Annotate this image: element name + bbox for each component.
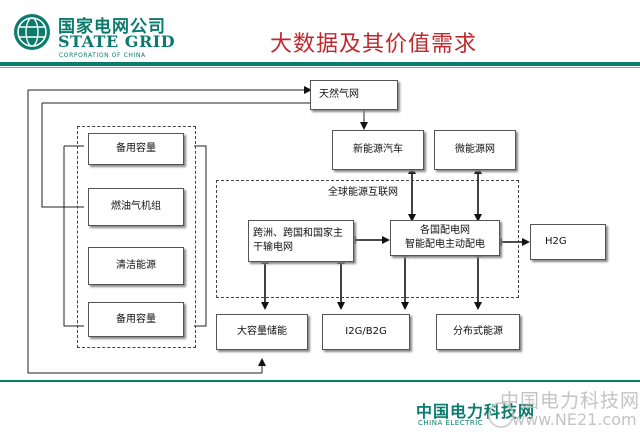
h2g-box: H2G bbox=[530, 224, 606, 260]
large-storage-box: 大容量储能 bbox=[216, 314, 308, 350]
natural-gas-grid-box: 天然气网 bbox=[310, 80, 398, 110]
reserve-capacity-box-top: 备用容量 bbox=[88, 133, 184, 165]
reserve-capacity-box-bottom: 备用容量 bbox=[88, 302, 184, 337]
distributed-energy-box: 分布式能源 bbox=[436, 314, 520, 350]
watermark-cn: 中国电力科技网 bbox=[500, 390, 640, 412]
reserve-capacity-label-bottom: 备用容量 bbox=[116, 313, 156, 325]
footer-divider bbox=[0, 380, 640, 382]
logo-cn-text: 国家电网公司 bbox=[58, 17, 166, 37]
watermark-url: www.NE21.com bbox=[512, 410, 637, 429]
state-grid-logo: 国家电网公司 STATE GRID CORPORATION OF CHINA bbox=[12, 10, 182, 59]
h2g-label: H2G bbox=[545, 236, 567, 247]
i2g-b2g-label: I2G/B2G bbox=[345, 326, 387, 337]
distribution-grid-label: 各国配电网 智能配电主动配电 bbox=[405, 225, 485, 250]
micro-energy-grid-box: 微能源网 bbox=[434, 130, 516, 170]
backbone-grid-box: 跨洲、跨国和国家主干输电网 bbox=[248, 220, 354, 262]
logo-en-text: STATE GRID bbox=[58, 32, 176, 51]
header bbox=[0, 0, 640, 60]
logo-sub-text: CORPORATION OF CHINA bbox=[59, 52, 146, 59]
watermark-logo-icon bbox=[488, 402, 514, 428]
backbone-grid-label: 跨洲、跨国和国家主干输电网 bbox=[253, 228, 343, 253]
clean-energy-box: 清洁能源 bbox=[88, 247, 184, 285]
left-group-frame bbox=[77, 126, 196, 348]
natural-gas-grid-label: 天然气网 bbox=[319, 89, 359, 100]
distributed-energy-label: 分布式能源 bbox=[453, 326, 503, 337]
state-grid-emblem-icon bbox=[14, 14, 50, 50]
new-energy-vehicle-label: 新能源汽车 bbox=[353, 144, 403, 155]
i2g-b2g-box: I2G/B2G bbox=[322, 314, 410, 350]
clean-energy-label: 清洁能源 bbox=[116, 260, 156, 271]
distribution-grid-box: 各国配电网 智能配电主动配电 bbox=[390, 220, 500, 256]
large-storage-label: 大容量储能 bbox=[237, 326, 287, 337]
global-energy-frame bbox=[216, 180, 519, 298]
header-divider-thin bbox=[0, 67, 640, 68]
new-energy-vehicle-box: 新能源汽车 bbox=[332, 130, 424, 170]
fuel-gas-unit-box: 燃油气机组 bbox=[88, 188, 184, 226]
micro-energy-grid-label: 微能源网 bbox=[455, 144, 495, 155]
global-energy-label: 全球能源互联网 bbox=[328, 187, 398, 198]
fuel-gas-unit-label: 燃油气机组 bbox=[111, 201, 161, 212]
reserve-capacity-label-top: 备用容量 bbox=[116, 143, 156, 154]
slide-title: 大数据及其价值需求 bbox=[270, 32, 478, 57]
header-divider bbox=[0, 62, 640, 66]
footer-en-text: CHINA ELECTRIC bbox=[418, 419, 484, 427]
